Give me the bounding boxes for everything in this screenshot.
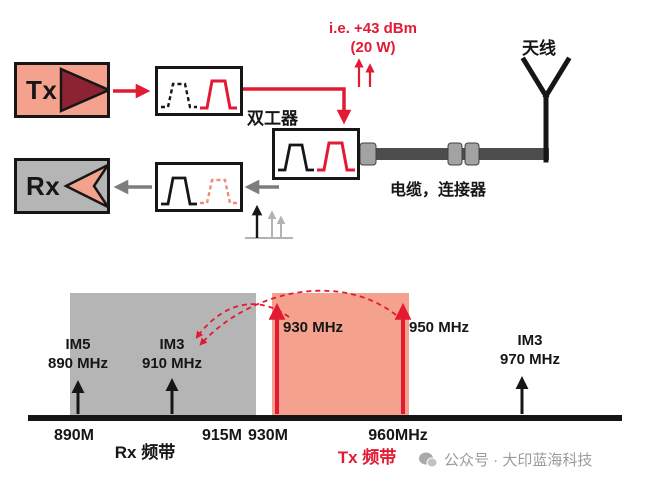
marker-label-im5-890: IM5 890 MHz [40,336,116,374]
antenna-label: 天线 [522,39,556,58]
tick-890m: 890M [53,427,95,444]
tick-915m: 915M [201,427,243,444]
marker-label-930: 930 MHz [283,319,344,336]
marker-label-950: 950 MHz [409,319,470,336]
duplexer-label: 双工器 [247,109,298,128]
tx-block: Tx [14,62,110,118]
antenna-icon [520,56,572,163]
cable-graphic [357,142,549,166]
rx-arrow-icon [63,164,107,208]
rx-block: Rx [14,158,110,214]
duplexer-response-icon [278,141,355,172]
rx-filter-response-icon [161,176,237,206]
power-note-line1: i.e. +43 dBm [329,20,417,37]
power-level-arrows-icon [354,58,375,87]
rx-filter-box [155,162,243,212]
tx-filter-box [155,66,243,116]
cable-label: 电缆，连接器 [390,182,487,199]
tx-band-label: Tx 频带 [337,448,397,467]
duplexer-box [272,128,360,180]
tx-filter-response-icon [161,79,237,110]
marker-name: IM3 [159,336,185,353]
amplifier-icon [60,67,107,113]
rx-level-arrows-icon [245,204,293,239]
power-note-line2: (20 W) [350,38,396,56]
rx-band-label: Rx 频带 [114,443,176,462]
wechat-icon [419,452,438,467]
watermark-text: 公众号 · 大印蓝海科技 [444,452,593,469]
tx-band-rect [272,293,409,416]
marker-freq: 970 MHz [499,350,561,368]
marker-freq: 910 MHz [141,354,203,372]
marker-name: IM5 [65,336,91,353]
marker-label-im3-910: IM3 910 MHz [134,336,210,374]
marker-freq: 890 MHz [47,354,109,372]
watermark: 公众号 · 大印蓝海科技 [418,449,592,470]
marker-name: IM3 [517,332,543,349]
rx-label: Rx [26,170,61,201]
tx-label: Tx [26,74,58,105]
power-note: i.e. +43 dBm (20 W) [298,20,448,58]
marker-label-im3-970: IM3 970 MHz [492,332,568,370]
tick-930m: 930M [247,427,289,444]
tick-960mhz: 960MHz [368,427,428,444]
